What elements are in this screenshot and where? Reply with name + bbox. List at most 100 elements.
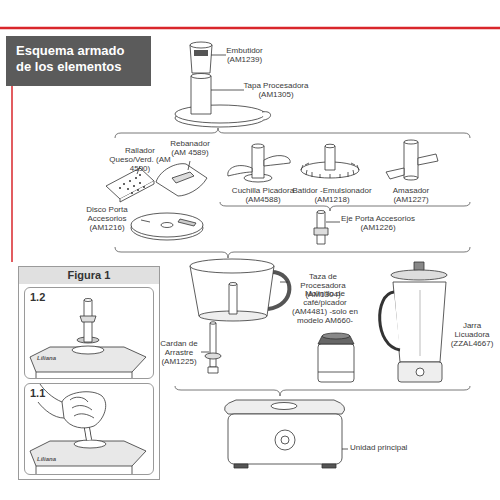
part-label: Amasador (AM1227) <box>383 187 439 205</box>
grater-disc-drawing <box>143 186 145 188</box>
drive-shaft-drawing <box>201 322 221 373</box>
drive-shaft-drawing <box>201 352 209 353</box>
assembly-step-drawing <box>30 347 146 372</box>
pusher-drawing <box>194 50 208 56</box>
grinder-drawing <box>318 372 354 373</box>
motor-base-drawing <box>281 436 289 444</box>
grater-disc-drawing <box>135 177 137 179</box>
processing-bowl-drawing <box>229 283 237 286</box>
lid-drawing <box>191 76 211 114</box>
processing-bowl-drawing <box>190 259 289 321</box>
accessory-disc-drawing <box>131 213 203 240</box>
grater-disc-drawing <box>131 192 133 194</box>
part-label: Cuchilla Picadora (AM4588) <box>228 187 298 205</box>
grinder-drawing <box>322 333 350 339</box>
grater-disc-drawing <box>119 187 121 189</box>
drive-shaft-drawing <box>210 322 216 324</box>
grinder-drawing <box>318 344 354 382</box>
lid-drawing <box>211 90 244 91</box>
assembly-step-drawing <box>36 372 37 379</box>
processing-bowl-drawing <box>190 266 274 316</box>
kneading-blade-drawing <box>386 168 404 179</box>
pusher-drawing <box>190 42 226 73</box>
blender-jar-drawing <box>393 282 446 362</box>
motor-base-drawing <box>228 414 342 464</box>
processing-bowl-drawing <box>229 284 237 314</box>
motor-base-drawing <box>342 449 348 450</box>
pusher-drawing <box>211 55 226 56</box>
slicer-disc-drawing <box>156 161 207 196</box>
grater-disc-drawing <box>129 180 131 182</box>
title-banner: Esquema armado de los elementos <box>6 36 151 86</box>
part-label: Molinillo de café/picador (AM4481) -solo… <box>292 290 358 326</box>
grater-disc-drawing <box>133 185 135 187</box>
accessory-disc-drawing <box>178 219 196 226</box>
figure-heading: Figura 1 <box>19 267 159 284</box>
slicer-disc-drawing <box>188 161 190 170</box>
group-bracket <box>175 386 470 396</box>
part-label: Jarra Licuadora (ZZAL4667) <box>447 322 497 349</box>
kneading-blade-drawing <box>386 140 438 180</box>
assembly-step-drawing <box>30 441 146 466</box>
slicer-disc-drawing <box>172 172 194 183</box>
figure-box: Figura 1 1.2Liliana 1.1Liliana <box>18 266 160 480</box>
slicer-disc-drawing <box>156 164 207 196</box>
grater-disc-drawing <box>119 174 145 194</box>
red-frame-line <box>11 86 13 262</box>
grater-disc-drawing <box>127 188 129 190</box>
part-label: Tapa Procesadora (AM1305) <box>240 82 312 100</box>
part-label: Cardan de Arrastre (AM1225) <box>156 340 202 367</box>
pusher-drawing <box>190 45 212 73</box>
part-label: Unidad principal <box>350 444 430 453</box>
blender-jar-drawing <box>398 362 442 382</box>
kneading-blade-drawing <box>404 176 418 180</box>
blender-jar-drawing <box>420 290 421 356</box>
accessory-shaft-drawing <box>326 222 340 223</box>
chopping-blade-drawing <box>264 156 290 166</box>
assembly-step-drawing <box>80 316 96 322</box>
whisk-disc-drawing <box>325 146 335 170</box>
red-frame-line <box>0 27 500 30</box>
motor-base-drawing <box>275 430 295 450</box>
panel-number: 1.2 <box>30 291 45 303</box>
whisk-disc-drawing <box>301 144 359 178</box>
accessory-shaft-drawing <box>317 211 325 214</box>
chopping-blade-drawing <box>252 146 264 178</box>
lid-drawing <box>262 112 271 120</box>
assembly-step-drawing <box>30 384 146 474</box>
drive-shaft-drawing <box>210 323 216 367</box>
assembly-step-drawing <box>132 372 133 379</box>
assembly-step-drawing <box>30 299 146 380</box>
accessory-shaft-drawing <box>314 211 340 245</box>
kneading-blade-drawing <box>418 154 438 165</box>
grater-disc-drawing <box>120 181 154 202</box>
grater-disc-drawing <box>139 182 141 184</box>
blender-jar-drawing <box>380 262 447 382</box>
assembly-step-drawing <box>132 466 133 474</box>
assembly-step-drawing <box>74 440 106 448</box>
part-label: Rebanador (AM 4589) <box>166 140 214 158</box>
group-bracket <box>115 128 470 138</box>
drive-shaft-drawing <box>208 367 218 373</box>
part-label: Embutidor (AM1239) <box>222 47 267 65</box>
figure-panel: 1.1Liliana <box>24 383 154 475</box>
kneading-blade-drawing <box>404 140 418 144</box>
grater-disc-drawing <box>137 189 139 191</box>
accessory-disc-drawing <box>141 220 150 222</box>
assembly-step-drawing <box>38 402 64 418</box>
lid-drawing <box>175 105 265 123</box>
chopping-blade-drawing <box>228 166 252 176</box>
chopping-blade-drawing <box>252 144 264 148</box>
assembly-step-drawing <box>36 466 37 474</box>
blender-jar-drawing <box>380 292 400 350</box>
accessory-disc-drawing <box>161 223 173 228</box>
grater-disc-drawing <box>139 174 141 176</box>
assembly-step-drawing <box>70 397 94 418</box>
motor-base-drawing <box>224 400 348 468</box>
grinder-drawing <box>318 333 354 382</box>
drive-shaft-drawing <box>205 353 221 359</box>
brand-logo: Liliana <box>37 355 56 361</box>
processing-bowl-drawing <box>190 259 274 273</box>
accessory-shaft-drawing <box>314 228 328 235</box>
